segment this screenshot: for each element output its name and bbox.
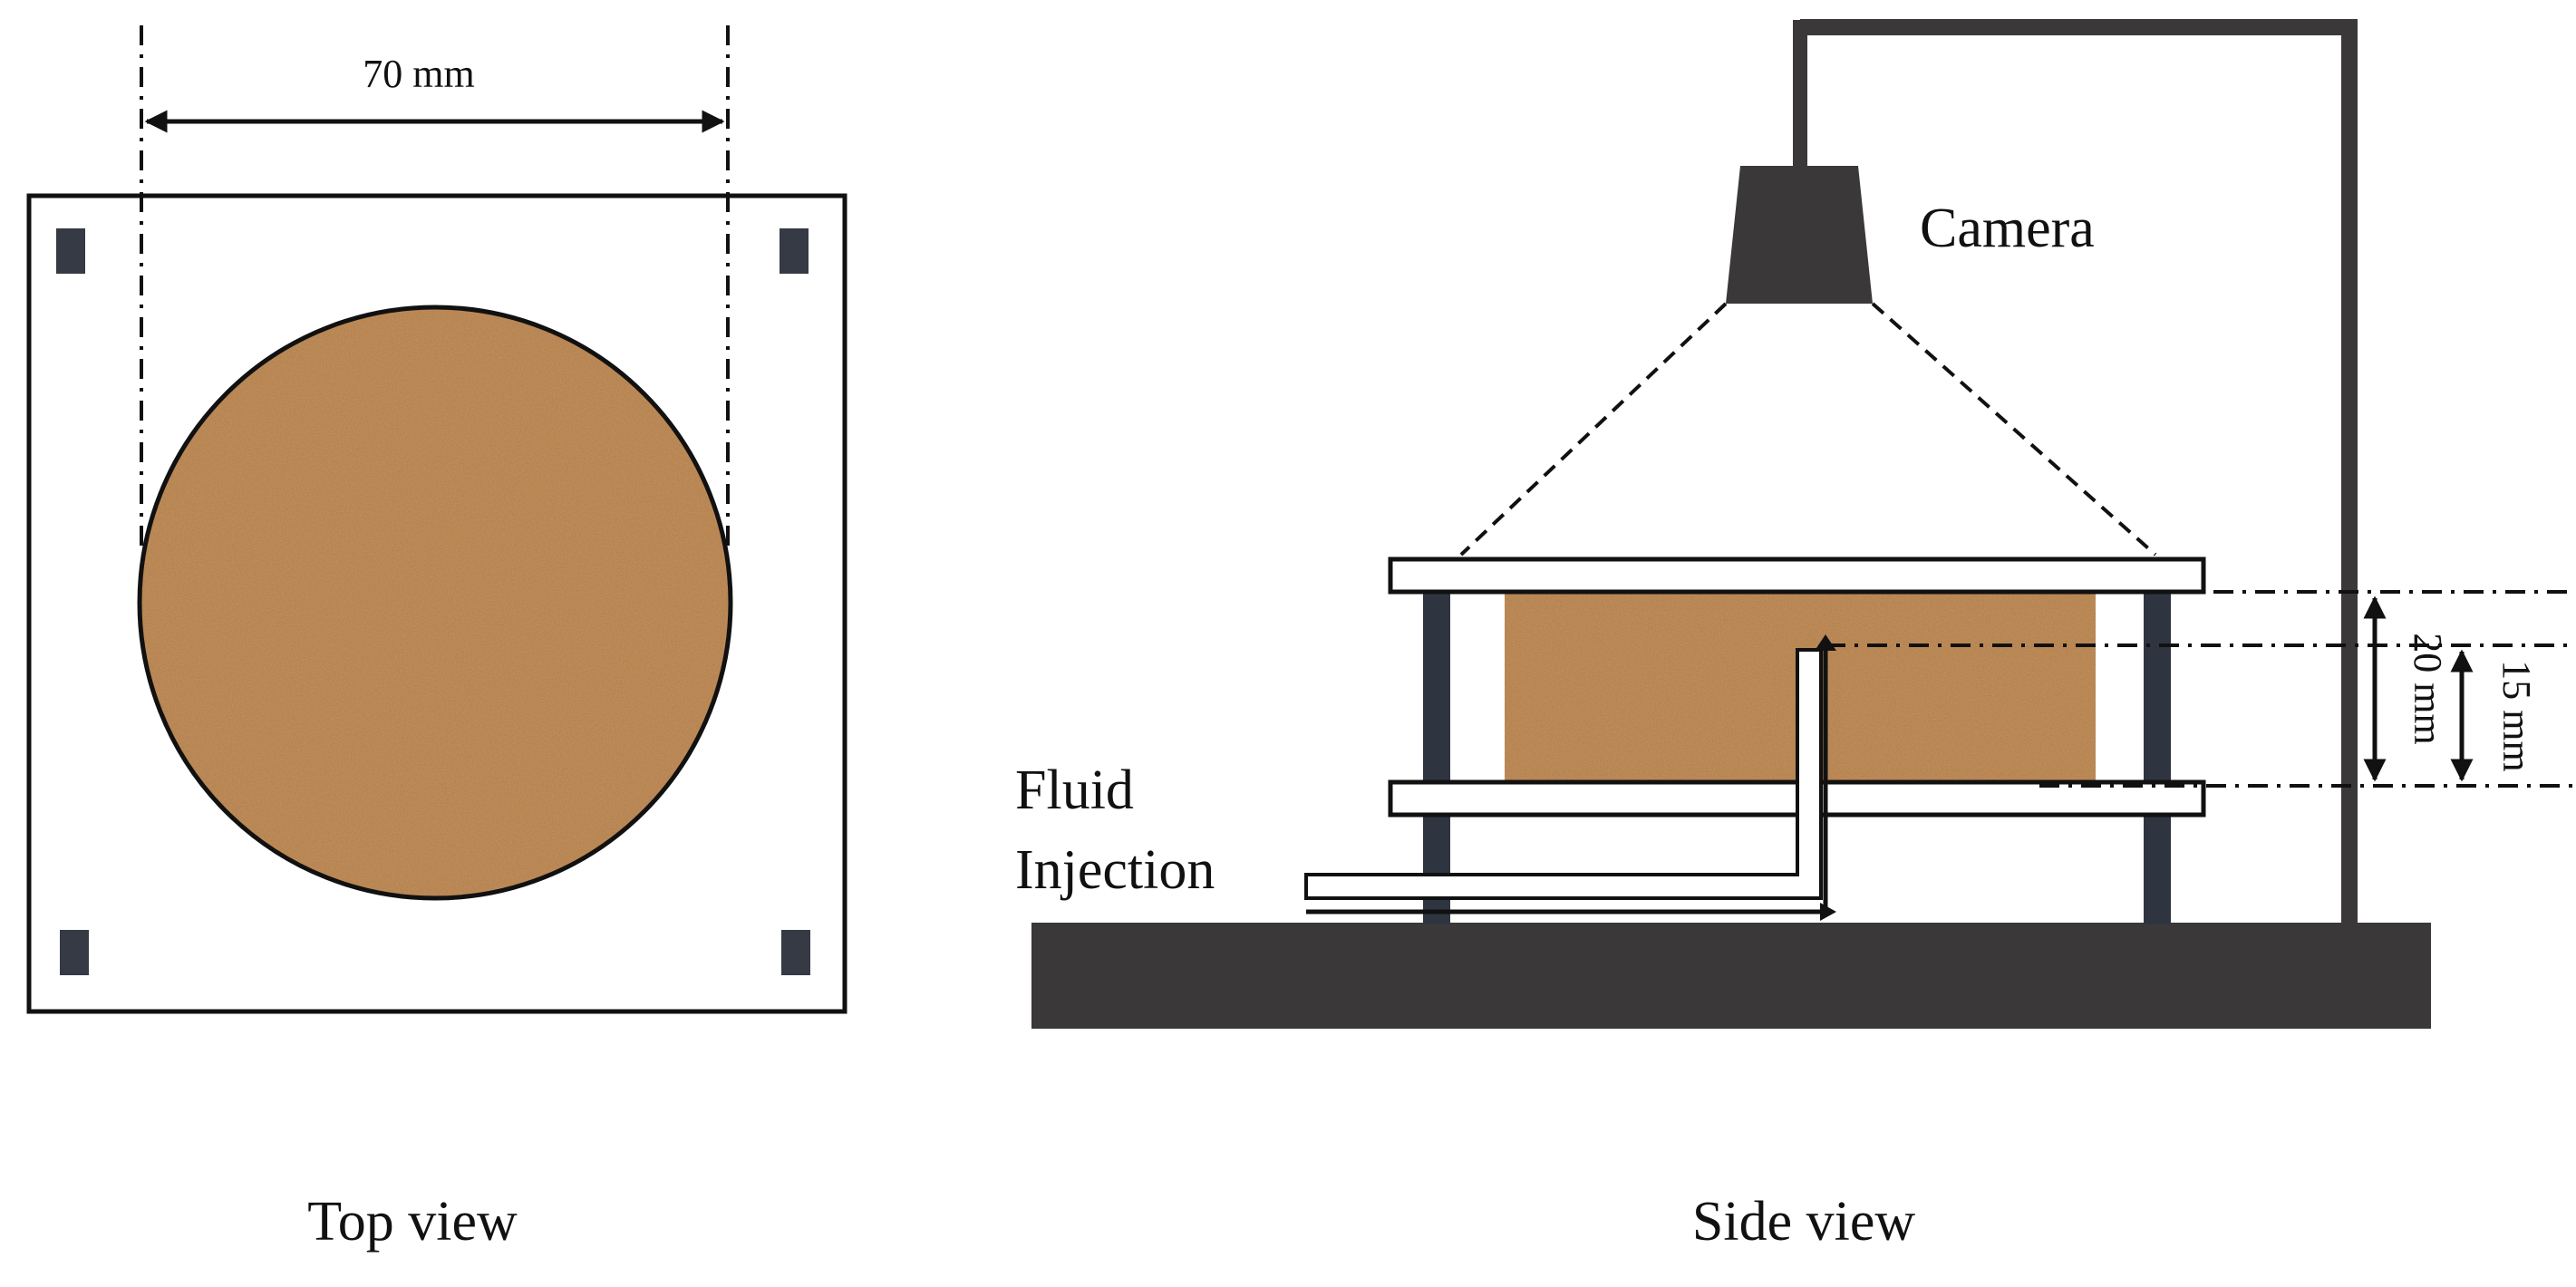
corner-post-bottom-left (60, 930, 89, 975)
injection-label: Injection (1015, 839, 1215, 901)
height-20mm-label: 20 mm (2406, 633, 2450, 744)
sample-disc-outline (137, 305, 733, 901)
support-post-right (2144, 589, 2171, 924)
sample-disc (140, 307, 731, 898)
top-view: 70 mm Top view (26, 25, 847, 1253)
corner-post-top-left (56, 228, 85, 274)
top-plate (1388, 556, 2206, 595)
side-view-caption: Side view (1692, 1191, 1915, 1253)
fluid-label: Fluid (1015, 760, 1134, 821)
camera-icon (1726, 166, 1873, 304)
camera-fov-right (1871, 302, 2157, 556)
camera-fov-left (1459, 302, 1728, 556)
camera-label: Camera (1920, 198, 2095, 259)
height-15mm-label: 15 mm (2494, 660, 2539, 771)
base-plate (1031, 923, 2431, 1029)
injection-arrowhead-right (1820, 903, 1836, 921)
diameter-dimension-label: 70 mm (363, 52, 474, 96)
side-view: Camera Fluid Injection 20 mm 15 mm Side (1015, 19, 2576, 1253)
camera-stand-frame (1800, 19, 2358, 924)
corner-post-top-right (780, 228, 809, 274)
support-post-left (1423, 589, 1450, 924)
top-view-caption: Top view (307, 1191, 518, 1253)
corner-post-bottom-right (781, 930, 810, 975)
